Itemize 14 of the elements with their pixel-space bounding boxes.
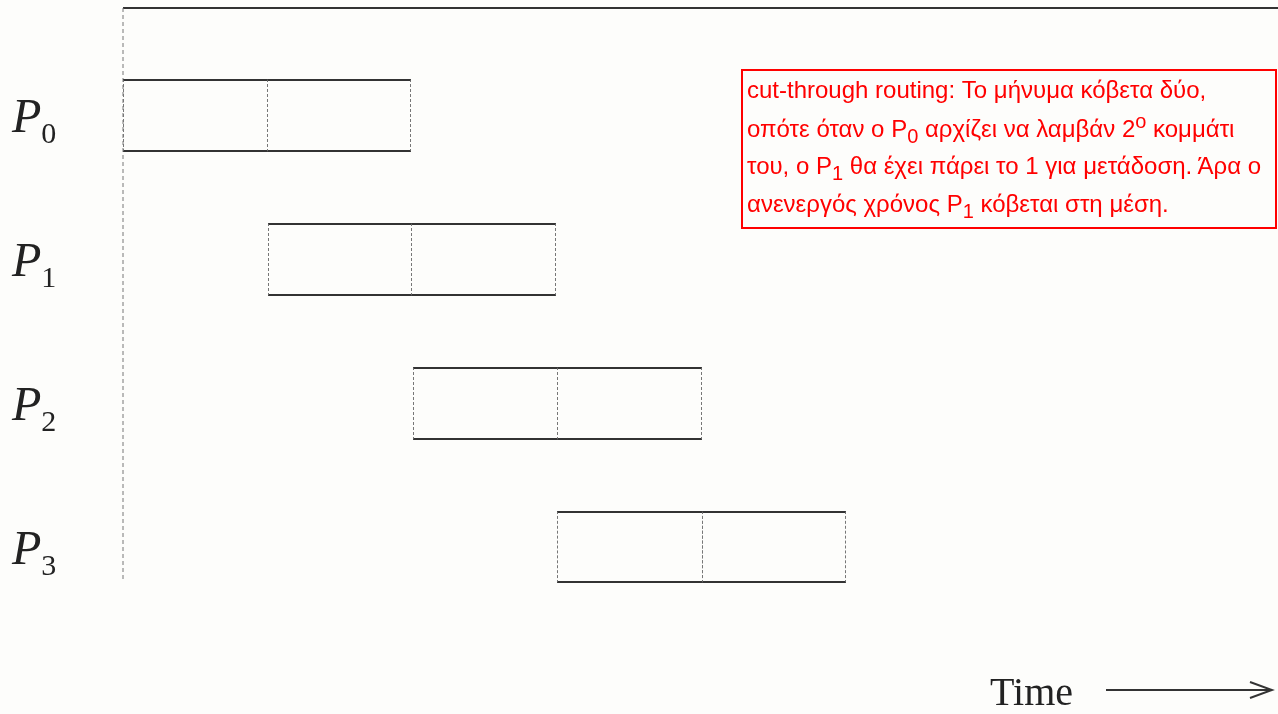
time-slot-box [123,79,268,152]
time-slot-box [557,511,703,583]
time-slot-box [411,223,556,296]
axis-label: Time [990,672,1073,712]
process-label: P$_{0}$ [12,92,57,148]
note-text: cut-through routing: Το μήνυμα κόβετα δύο, οπότε όταν ο P$_{0}$ αρχίζει να λαμβάν 2$^{ο}$ κομμάτι του, ο P$_{1}$ θα έχει πάρει το 1 για μετάδοση. Άρα ο ανενεργός χρόνος P$_{1}$ κόβεται στη μέση. [747,75,1263,224]
time-slot-box [702,511,846,583]
process-label: P$_{2}$ [12,380,57,436]
time-slot-box [268,223,412,296]
time-slot-box [557,367,702,440]
process-label: P$_{1}$ [12,236,57,292]
time-slot-box [413,367,558,440]
time-slot-box [267,79,411,152]
process-label: P$_{3}$ [12,524,57,580]
